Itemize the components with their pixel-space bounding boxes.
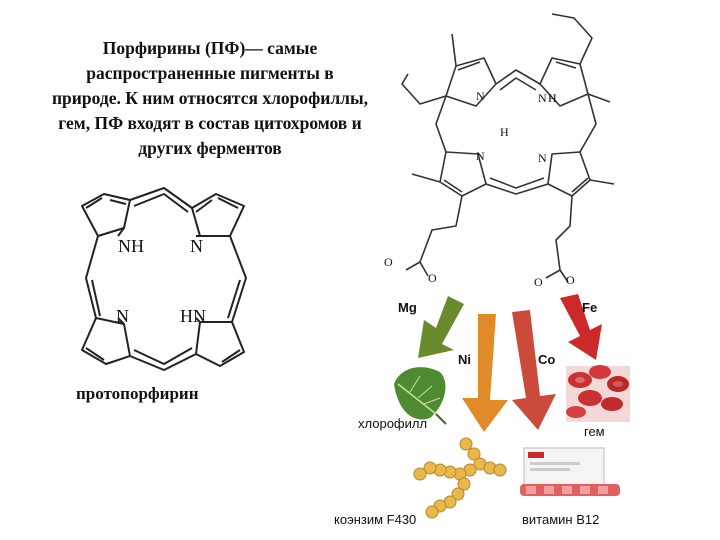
heme-atom-o2: O [428,271,437,285]
protoporphyrin-structure [82,188,246,370]
heme-atom-h-mid: H [500,125,509,139]
coenzyme-f430-icon [414,438,506,518]
arrow-ni [462,314,508,432]
vitamin-b12-icon [520,448,620,496]
heme-atom-o4: O [566,273,575,287]
label-heme: гем [584,424,605,439]
heme-atom-o3: O [534,275,543,289]
proto-atom-n2: N [116,306,129,326]
label-chlorophyll: хлорофилл [358,416,427,431]
blood-cells-icon [566,365,630,422]
label-coenzyme-f430: коэнзим F430 [334,512,416,527]
label-mg: Mg [398,300,417,315]
heme-atom-n-tr: N [538,91,547,105]
heme-atom-n-tl: N [476,89,485,103]
arrow-co [512,310,556,430]
heme-atom-n-br: N [538,151,547,165]
label-ni: Ni [458,352,471,367]
proto-atom-nh: NH [118,236,144,256]
arrow-mg [418,296,464,358]
heme-atom-o1: O [384,255,393,269]
protoporphyrin-caption: протопорфирин [76,384,199,404]
heme-structure [402,14,614,282]
label-fe: Fe [582,300,597,315]
heme-atom-n-bl: N [476,149,485,163]
label-vitamin-b12: витамин B12 [522,512,599,527]
proto-atom-hn: HN [180,306,206,326]
heme-atom-h-tr: H [548,91,557,105]
proto-atom-n1: N [190,236,203,256]
label-co: Co [538,352,555,367]
